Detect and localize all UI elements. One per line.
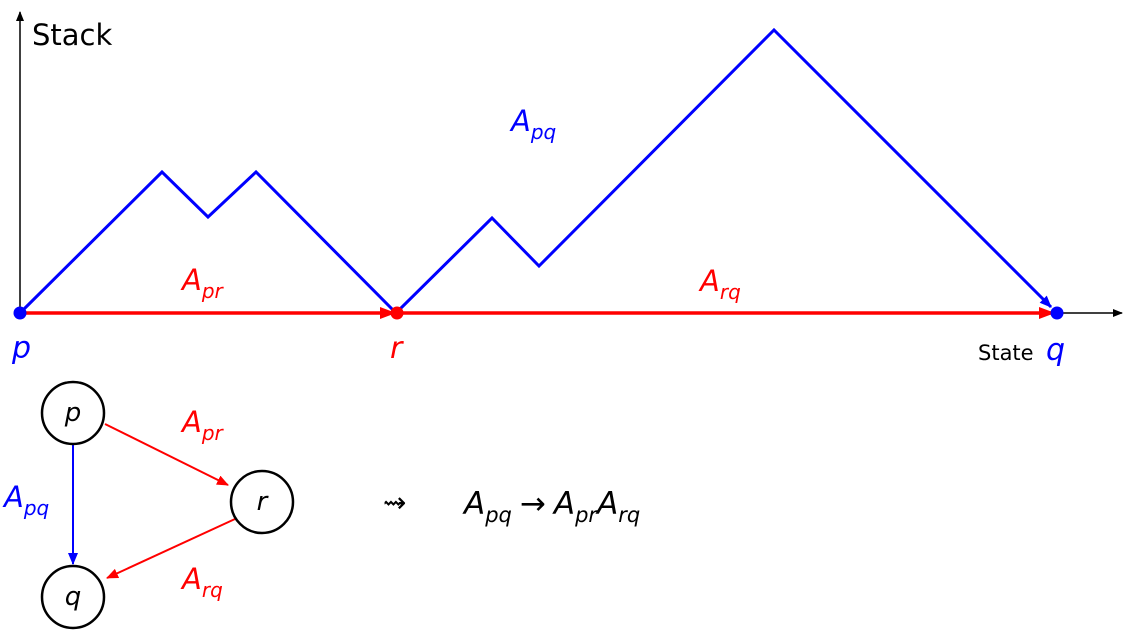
point-r-dot (390, 306, 404, 320)
edge-r-q-label: Arq (180, 562, 223, 602)
graph-node-p (40, 380, 106, 446)
y-axis-label: Stack (32, 18, 112, 52)
edge-r-q (106, 518, 236, 579)
point-p-dot (13, 306, 27, 320)
label-A-pr-top: Apr (180, 263, 225, 303)
leadsto-symbol: ⇝ (383, 486, 406, 519)
edge-p-r (104, 423, 229, 486)
graph-node-q (40, 564, 106, 630)
edge-p-r-label: Apr (180, 405, 225, 445)
graph-node-r (229, 469, 295, 535)
edge-p-q-label: Apq (2, 480, 49, 520)
point-q-label: q (1046, 333, 1065, 368)
graph-node-r-label: r (257, 487, 270, 517)
label-A-pq-top: Apq (509, 104, 556, 144)
stack-path (18, 27, 1053, 316)
label-A-rq-top: Arq (698, 264, 741, 304)
x-axis-label: State (978, 341, 1034, 365)
point-r-label: r (390, 331, 404, 366)
point-p-label: p (11, 331, 31, 366)
graph-node-p-label: p (64, 398, 82, 428)
production-rule: Apq→AprArq (462, 486, 640, 527)
point-q-dot (1050, 306, 1064, 320)
graph-node-q-label: q (65, 582, 82, 612)
